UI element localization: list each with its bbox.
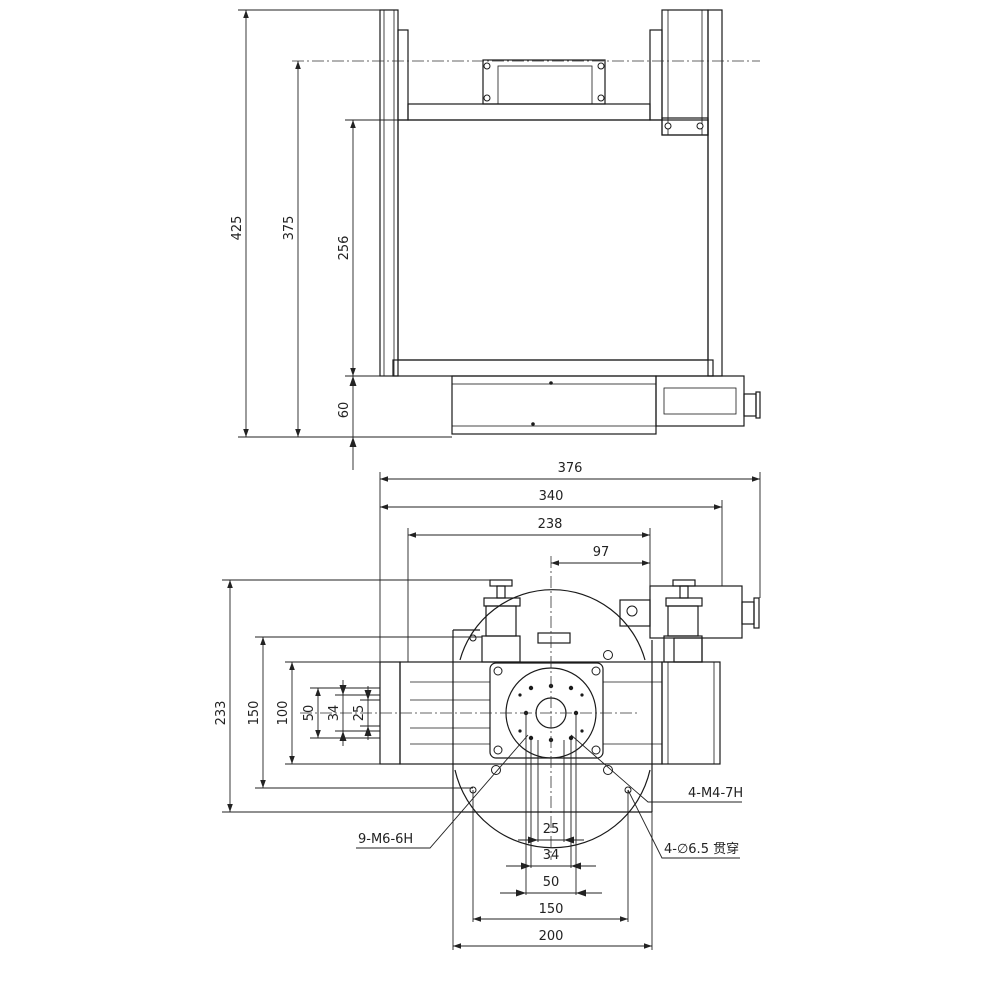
dim-97-label: 97 bbox=[593, 545, 610, 560]
dim-25-label: 25 bbox=[352, 705, 367, 722]
mounting-plate bbox=[489, 662, 604, 759]
top-view: 376 340 238 97 233 150 100 bbox=[214, 461, 761, 950]
dim-375-label: 375 bbox=[282, 216, 297, 241]
frame-opening bbox=[397, 119, 709, 361]
right-knob-assembly bbox=[663, 579, 703, 663]
base-stage bbox=[392, 359, 761, 435]
dim-238-label: 238 bbox=[538, 517, 563, 532]
callout-m4-holes: 4-M4-7H bbox=[688, 786, 743, 801]
left-knob-assembly bbox=[481, 579, 521, 663]
drive-motor bbox=[619, 585, 760, 765]
dim-bottom-34-label: 34 bbox=[543, 848, 560, 863]
callout-through-holes: 4-∅6.5 贯穿 bbox=[664, 841, 739, 857]
rotary-table bbox=[452, 589, 653, 849]
dim-100-label: 100 bbox=[276, 701, 291, 726]
callout-leaders bbox=[356, 734, 742, 859]
dim-233-label: 233 bbox=[214, 701, 229, 726]
top-extension-lines bbox=[379, 472, 761, 662]
left-extension-lines bbox=[222, 579, 490, 813]
dim-150-label: 150 bbox=[247, 701, 262, 726]
dim-bottom-150-label: 150 bbox=[539, 902, 564, 917]
dim-bottom-25-label: 25 bbox=[543, 822, 560, 837]
top-crossbeam bbox=[407, 59, 651, 121]
dim-256-label: 256 bbox=[337, 236, 352, 261]
dim-bottom-200-label: 200 bbox=[539, 929, 564, 944]
dim-60-label: 60 bbox=[337, 402, 352, 419]
side-view: 425 375 256 60 bbox=[230, 9, 761, 470]
dim-50-label: 50 bbox=[302, 705, 317, 722]
right-frame-post bbox=[649, 9, 723, 377]
left-frame-post bbox=[379, 9, 409, 377]
dim-425-label: 425 bbox=[230, 216, 245, 241]
dim-34-label: 34 bbox=[327, 705, 342, 722]
disc-holes bbox=[469, 634, 632, 794]
side-extension-lines bbox=[238, 9, 452, 438]
dim-376-label: 376 bbox=[558, 461, 583, 476]
dim-bottom-50-label: 50 bbox=[543, 875, 560, 890]
callout-m6-holes: 9-M6-6H bbox=[358, 832, 413, 847]
dim-340-label: 340 bbox=[539, 489, 564, 504]
